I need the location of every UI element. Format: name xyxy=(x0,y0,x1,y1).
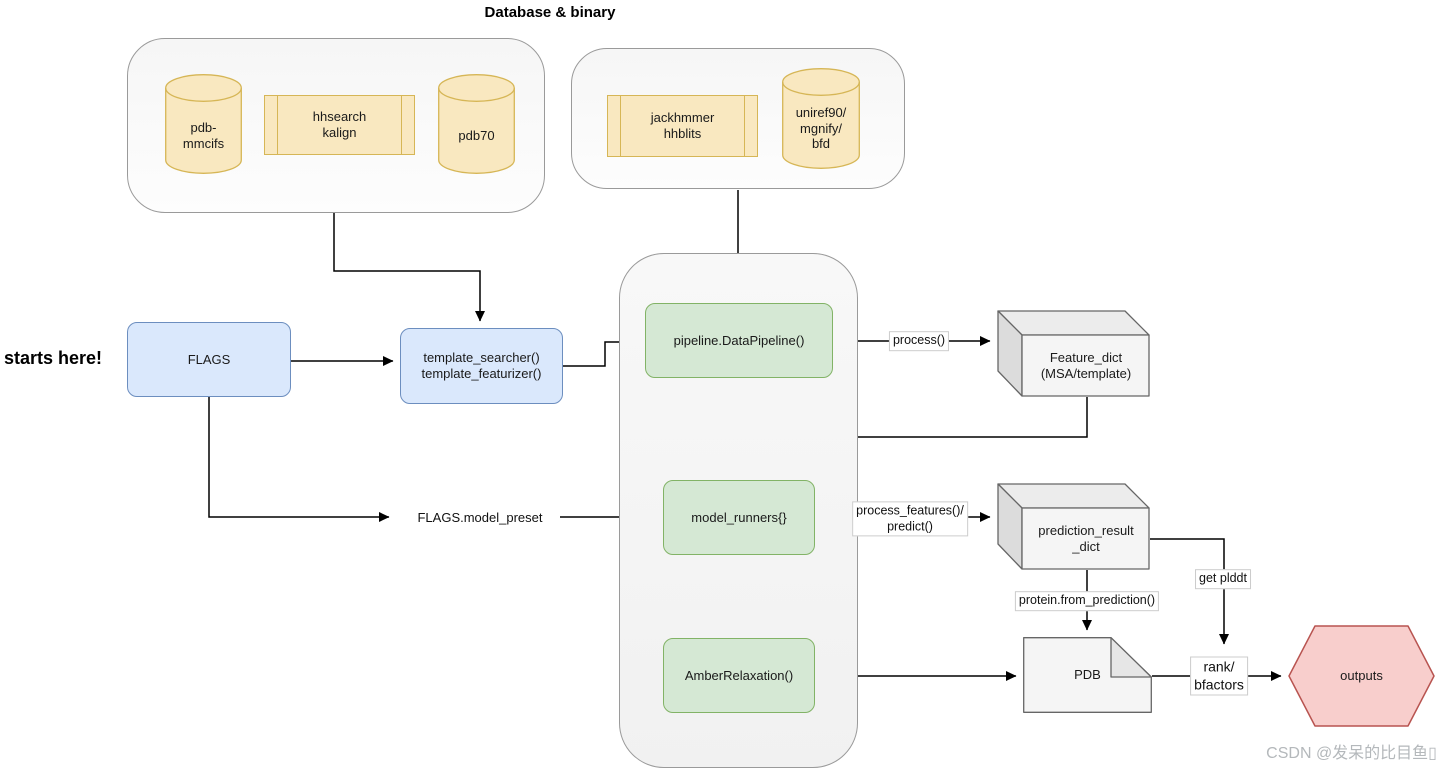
edge-dbleft-to-template xyxy=(333,213,485,322)
node-prediction-result-dict: prediction_result _dict xyxy=(997,483,1150,570)
process-bar-icon xyxy=(620,96,621,156)
node-hhsearch-kalign: hhsearch kalign xyxy=(264,95,415,155)
node-model-runners: model_runners{} xyxy=(663,480,815,555)
node-pdb: PDB xyxy=(1023,637,1152,713)
edge-label-model-preset: FLAGS.model_preset xyxy=(413,508,547,528)
cube-icon xyxy=(997,310,1150,397)
node-label: FLAGS xyxy=(187,351,231,367)
node-label: pdb- mmcifs xyxy=(182,120,225,151)
edge-label-process-features: process_features()/ predict() xyxy=(852,501,968,537)
node-label: AmberRelaxation() xyxy=(684,667,794,683)
database-cylinder-icon xyxy=(782,68,860,169)
csdn-watermark: CSDN @发呆的比目鱼▯ xyxy=(1266,745,1437,762)
document-note-icon xyxy=(1023,637,1152,713)
node-label: uniref90/ mgnify/ bfd xyxy=(795,105,847,152)
diagram-title: Database & binary xyxy=(484,4,616,21)
node-pipeline-datapipeline: pipeline.DataPipeline() xyxy=(645,303,833,378)
starts-here-label: starts here! xyxy=(2,348,105,369)
edge-label-protein-from-prediction: protein.from_prediction() xyxy=(1014,591,1160,611)
node-label: prediction_result _dict xyxy=(1038,523,1134,554)
edge-label-process: process() xyxy=(888,331,950,351)
process-bar-icon xyxy=(277,96,278,154)
hexagon-icon xyxy=(1288,625,1435,727)
node-label: pipeline.DataPipeline() xyxy=(673,332,805,348)
node-rank-bfactors: rank/ bfactors xyxy=(1190,656,1248,696)
node-label: pdb70 xyxy=(458,128,495,144)
cube-icon xyxy=(997,483,1150,570)
node-label: outputs xyxy=(1340,668,1383,684)
edge-prediction-to-rank xyxy=(1150,538,1229,645)
database-cylinder-icon xyxy=(438,74,515,174)
node-pdb-mmcifs: pdb- mmcifs xyxy=(165,74,242,174)
database-cylinder-icon xyxy=(165,74,242,174)
node-label: jackhmmer hhblits xyxy=(650,110,715,141)
node-label: Feature_dict (MSA/template) xyxy=(1040,350,1132,381)
edge-flags-to-modelpreset xyxy=(208,397,390,522)
node-label: PDB xyxy=(1074,667,1101,683)
process-bar-icon xyxy=(744,96,745,156)
node-jackhmmer-hhblits: jackhmmer hhblits xyxy=(607,95,758,157)
node-label: template_searcher() template_featurizer(… xyxy=(421,350,542,381)
node-feature-dict: Feature_dict (MSA/template) xyxy=(997,310,1150,397)
node-template-searcher: template_searcher() template_featurizer(… xyxy=(400,328,563,404)
node-flags: FLAGS xyxy=(127,322,291,397)
node-label: hhsearch kalign xyxy=(312,109,367,140)
node-outputs: outputs xyxy=(1288,625,1435,727)
node-amber-relaxation: AmberRelaxation() xyxy=(663,638,815,713)
process-bar-icon xyxy=(401,96,402,154)
node-pdb70: pdb70 xyxy=(438,74,515,174)
node-label: model_runners{} xyxy=(691,509,787,525)
edge-label-get-plddt: get plddt xyxy=(1195,569,1251,589)
node-uniref90-mgnify-bfd: uniref90/ mgnify/ bfd xyxy=(782,68,860,169)
